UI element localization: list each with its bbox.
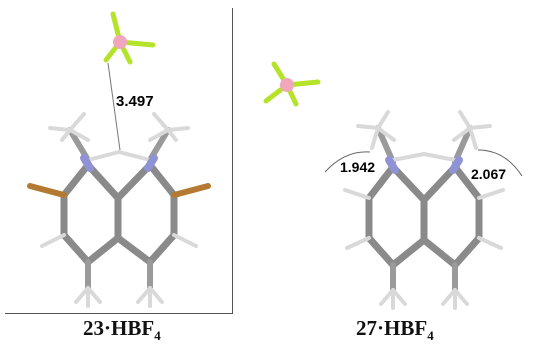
bf4-anion-right <box>263 61 321 107</box>
caption-compound: 27 <box>356 316 377 340</box>
molecule-23 <box>27 11 211 308</box>
caption-27: 27·HBF4 <box>356 316 434 344</box>
caption-compound: 23 <box>83 316 104 340</box>
panel-frame-right <box>232 8 233 313</box>
caption-23: 23·HBF4 <box>83 316 161 344</box>
distance-label-27-left: 1.942 <box>340 159 376 175</box>
contact-line <box>107 62 121 151</box>
caption-dot: · <box>104 316 112 340</box>
caption-formula: HBF <box>111 316 155 340</box>
distance-label-23: 3.497 <box>116 93 154 110</box>
panel-frame-bottom <box>5 313 233 314</box>
caption-subscript: 4 <box>154 328 161 344</box>
molecule-27 <box>263 61 523 310</box>
caption-dot: · <box>377 316 385 340</box>
caption-formula: HBF <box>384 316 428 340</box>
caption-subscript: 4 <box>427 328 434 344</box>
distance-label-27-right: 2.067 <box>471 166 507 182</box>
bf4-anion-left <box>103 11 156 65</box>
